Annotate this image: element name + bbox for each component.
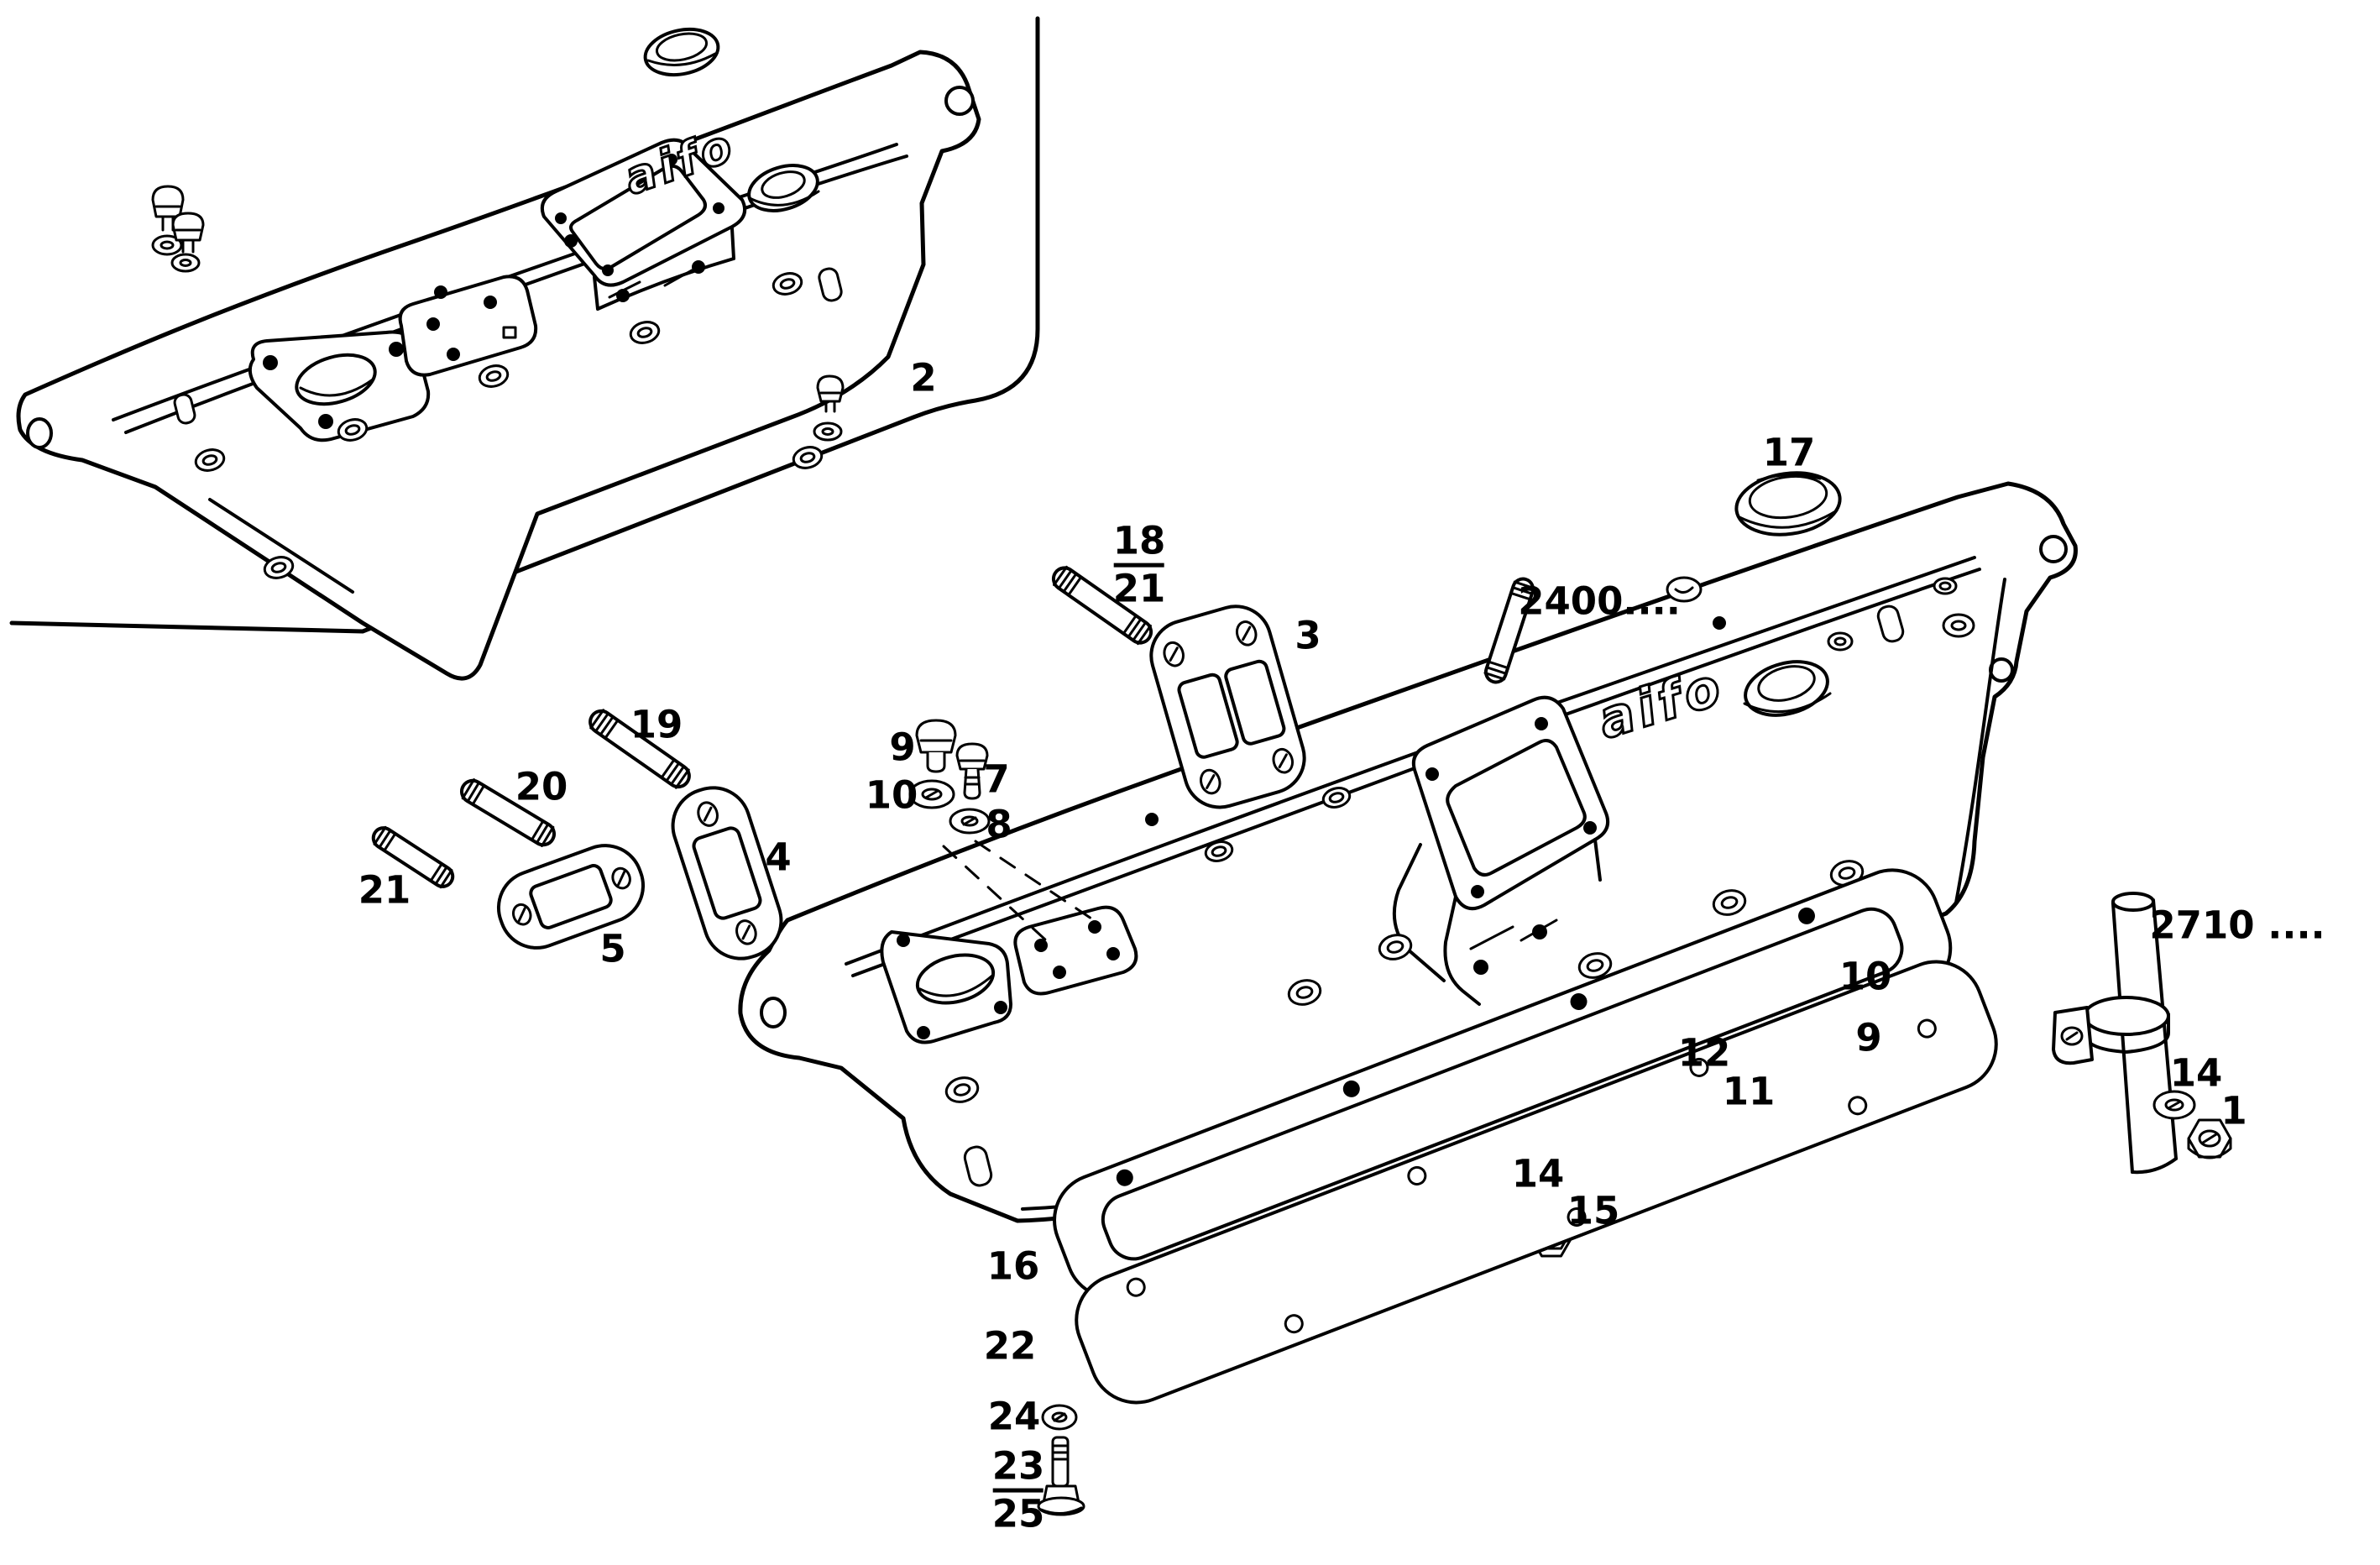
manifold-main-right-lug-hole <box>2039 535 2068 563</box>
pipe-2710 <box>2052 892 2178 1175</box>
gasket-16 <box>1053 868 1953 1300</box>
callout-14b: 14 <box>1511 1151 1565 1196</box>
bolt-7 <box>955 742 989 800</box>
callout-1: 1 <box>2220 1088 2247 1133</box>
callout-21: 21 <box>358 867 411 913</box>
callout-17: 17 <box>1762 430 1816 475</box>
callout-3: 3 <box>1295 613 1321 658</box>
manifold-main-small-pad <box>942 840 1138 996</box>
plug-9-left <box>915 719 957 773</box>
callout-23-25-bar <box>993 1488 1044 1493</box>
callout-9b: 9 <box>1855 1015 1882 1060</box>
manifold-2-small-pad <box>398 275 538 377</box>
callout-7: 7 <box>983 756 1010 802</box>
callout-2: 2 <box>910 355 937 400</box>
manifold-2-bosses <box>173 234 843 579</box>
washer-8 <box>949 808 991 835</box>
callout-19: 19 <box>630 702 683 747</box>
callout-10a: 10 <box>865 772 918 818</box>
callout-5: 5 <box>599 926 626 971</box>
washer-14-right <box>2152 1090 2196 1120</box>
callout-20: 20 <box>515 764 568 809</box>
callout-11: 11 <box>1722 1069 1776 1114</box>
callout-15: 15 <box>1567 1188 1620 1233</box>
callout-2400: 2400.... <box>1518 578 1681 624</box>
stud-19 <box>588 709 691 789</box>
stud-21 <box>371 825 455 889</box>
nut-1 <box>2187 1118 2232 1159</box>
manifold-2-left-lug-hole <box>26 417 53 449</box>
callout-2710: 2710 .... <box>2149 903 2325 948</box>
seal-ring-top <box>643 27 720 77</box>
callout-22: 22 <box>983 1323 1037 1369</box>
callout-4: 4 <box>765 835 792 880</box>
callout-18-21-top: 18 <box>1112 518 1166 563</box>
manifold-main-raised-flange <box>1392 695 1609 1006</box>
callout-18-21-bar <box>1114 563 1164 568</box>
manifold-view-2: aifo <box>16 27 981 681</box>
view-frame-border <box>9 16 1040 634</box>
plug-and-washer-set-top <box>151 185 205 273</box>
pipe-clamp <box>2052 996 2170 1065</box>
callout-8: 8 <box>986 802 1012 847</box>
manifold-2-right-lug-hole <box>944 86 975 116</box>
plug-and-washer-right <box>813 374 845 442</box>
cover-plate-22 <box>1075 960 1998 1405</box>
callout-23-25-bottom: 25 <box>991 1491 1045 1536</box>
callout-12: 12 <box>1677 1030 1731 1076</box>
stud-20 <box>459 778 557 847</box>
manifold-main-top-details <box>1145 576 1958 862</box>
callout-23-25-top: 23 <box>991 1443 1045 1489</box>
manifold-view-main: aifo <box>738 481 2078 1223</box>
manifold-main-round-port <box>1743 660 1832 717</box>
callout-10b: 10 <box>1839 954 1892 999</box>
bolt-23-25 <box>1037 1436 1085 1516</box>
manifold-2-raised-flange <box>540 138 746 311</box>
seal-ring-17 <box>1734 471 1842 536</box>
manifold-2-triangular-flange <box>248 330 431 442</box>
callout-9a: 9 <box>889 725 916 770</box>
stud-2400 <box>1483 577 1535 684</box>
stud-18-21 <box>1051 565 1153 646</box>
manifold-main-triangular-flange <box>880 930 1012 1044</box>
callout-24: 24 <box>987 1394 1041 1439</box>
manifold-main-outline <box>738 481 2078 1223</box>
callout-14a: 14 <box>2169 1050 2223 1096</box>
gasket-4 <box>671 786 783 960</box>
callout-16: 16 <box>986 1243 1040 1289</box>
callout-18-21-bottom: 21 <box>1112 566 1166 611</box>
washer-24 <box>1041 1404 1078 1431</box>
gasket-3 <box>1149 605 1306 809</box>
manifold-main-left-lug-hole <box>760 997 787 1029</box>
manifold-2-round-port <box>747 164 820 212</box>
washer-10-left <box>908 779 955 809</box>
gasket-5 <box>496 844 646 950</box>
